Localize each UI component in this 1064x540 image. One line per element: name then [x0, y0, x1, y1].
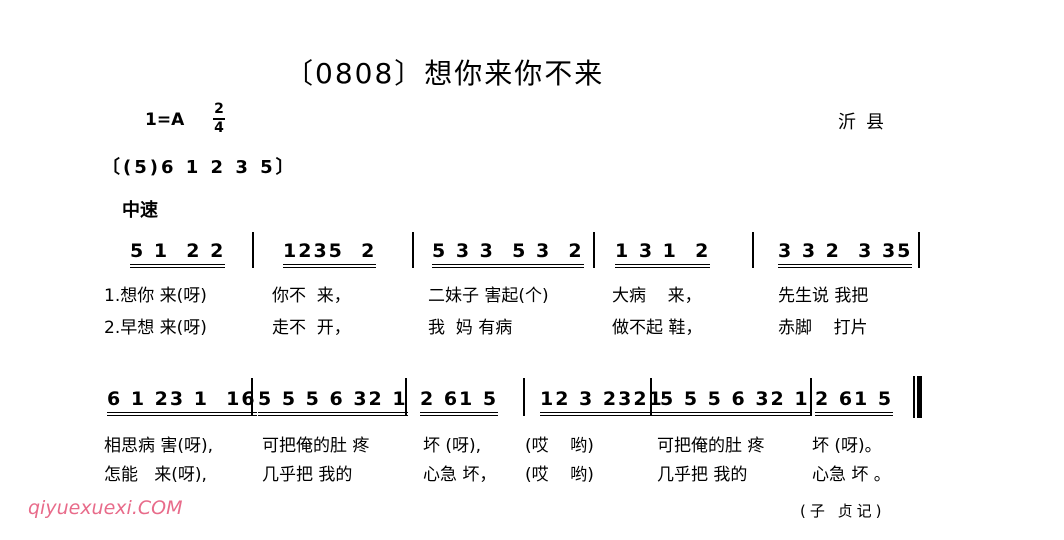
measure: 12 3 2321: [540, 388, 664, 416]
lyric: 几乎把 我的: [262, 465, 353, 485]
time-signature: 2 4: [213, 102, 225, 136]
lyric: 赤脚 打片: [778, 318, 868, 338]
lyric: 可把俺的肚 疼: [262, 436, 370, 456]
lyric: 你不 来，: [272, 286, 351, 306]
measure: 5 5 5 6 32 1: [660, 388, 810, 416]
lyric: 心急 坏，: [423, 465, 497, 485]
lyric: 心急 坏 。: [812, 465, 891, 485]
watermark: qiyuexuexi.COM: [28, 497, 183, 519]
lyric: (哎 哟): [525, 436, 594, 456]
transcriber-credit: (子 贞记): [800, 502, 886, 520]
bar-line: [593, 232, 595, 268]
measure: 2 61 5: [420, 388, 499, 416]
lyric: 走不 开，: [272, 318, 351, 338]
tempo-marking: 中速: [122, 200, 158, 221]
final-bar-line-thin: [913, 376, 915, 418]
fraction-line: [213, 118, 225, 120]
measure: 6 1 23 1 16: [107, 388, 257, 416]
final-bar-line-thick: [917, 376, 922, 418]
measure: 1235 2: [283, 240, 377, 268]
bar-line: [252, 232, 254, 268]
lyric: 坏 (呀)。: [812, 436, 882, 456]
time-bottom: 4: [214, 120, 224, 136]
key-signature: 1=A: [145, 110, 185, 130]
measure: 1 3 1 2: [615, 240, 711, 268]
lyric: 1.想你 来(呀): [104, 286, 207, 306]
bar-line: [412, 232, 414, 268]
lyric: 相思病 害(呀),: [104, 436, 214, 456]
measure: 5 3 3 5 3 2: [432, 240, 584, 268]
intro-phrase: 〔(5)6 1 2 3 5〕: [102, 157, 297, 178]
lyric: 先生说 我把: [778, 286, 869, 306]
bar-line: [405, 378, 407, 416]
lyric: 大病 来，: [612, 286, 702, 306]
bar-line: [650, 378, 652, 416]
bar-line: [918, 232, 920, 268]
measure: 2 61 5: [815, 388, 894, 416]
lyric: (哎 哟): [525, 465, 594, 485]
bar-line: [752, 232, 754, 268]
lyric: 我 妈 有病: [428, 318, 513, 338]
bar-line: [251, 378, 253, 416]
lyric: 几乎把 我的: [657, 465, 748, 485]
measure: 5 1 2 2: [130, 240, 226, 268]
lyric: 二妹子 害起(个): [428, 286, 549, 306]
measure: 3 3 2 3 35: [778, 240, 913, 268]
bar-line: [810, 378, 812, 416]
lyric: 做不起 鞋，: [612, 318, 703, 338]
bar-line: [523, 378, 525, 416]
lyric: 2.早想 来(呀): [104, 318, 207, 338]
lyric: 怎能 来(呀),: [104, 465, 207, 485]
measure: 5 5 5 6 32 1: [258, 388, 408, 416]
lyric: 可把俺的肚 疼: [657, 436, 765, 456]
time-top: 2: [214, 101, 224, 117]
lyric: 坏 (呀),: [423, 436, 482, 456]
region-label: 沂县: [838, 112, 894, 133]
song-title: 〔0808〕想你来你不来: [285, 57, 605, 90]
